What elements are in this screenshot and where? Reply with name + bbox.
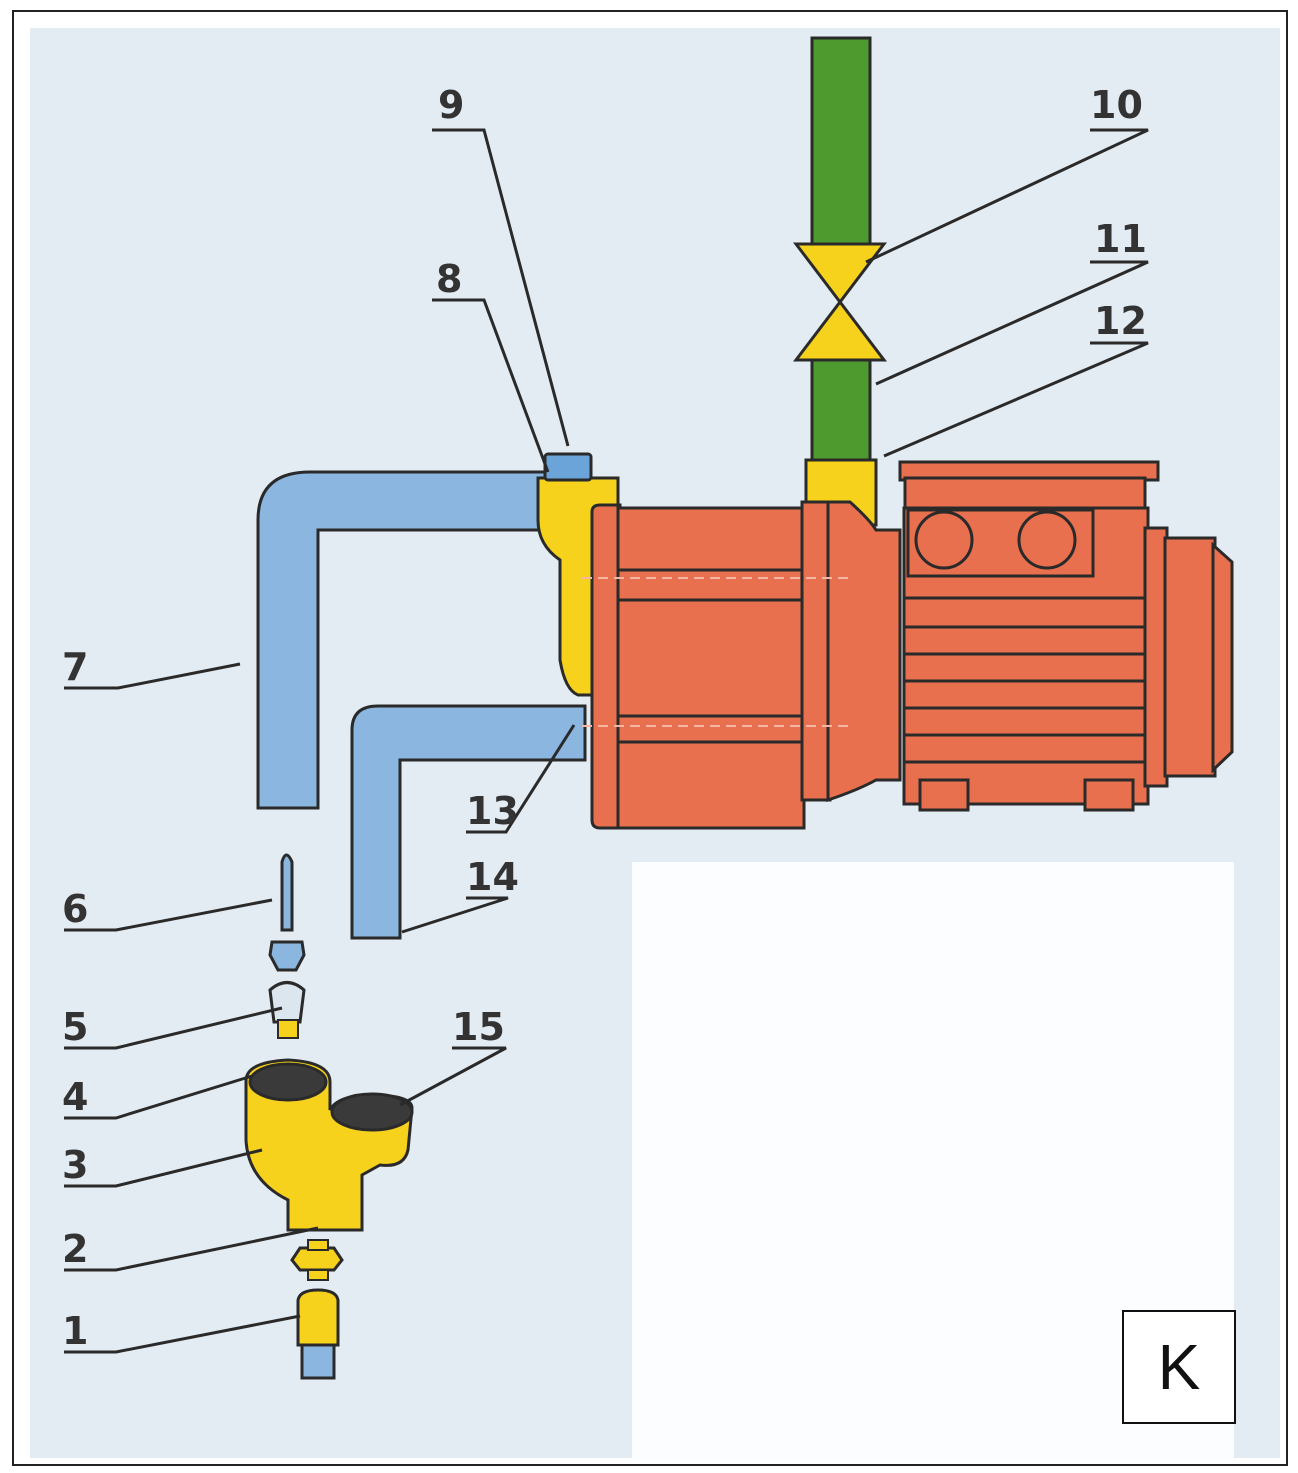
pump-body [590,460,1234,830]
connector-1 [296,1288,340,1347]
connector-pipe-1 [300,1343,336,1380]
label-5: 5 [62,1005,88,1049]
label-14: 14 [466,855,519,899]
label-13: 13 [466,789,519,833]
label-6: 6 [62,887,88,931]
delivery-pipe-upper [810,36,872,252]
label-11: 11 [1094,217,1147,261]
valve-5 [268,981,306,1024]
stem-6-nut [268,940,306,972]
opening-15 [330,1092,414,1132]
label-2: 2 [62,1227,88,1271]
label-12: 12 [1094,299,1147,343]
label-4: 4 [62,1075,88,1119]
stem-6 [280,853,294,932]
foot-valve-assembly [244,853,414,1380]
plug-9 [543,452,593,482]
leader-lines [64,128,1149,1354]
label-1: 1 [62,1309,88,1353]
label-7: 7 [62,645,88,689]
nut-2 [290,1246,344,1272]
delivery-pipe-11 [810,356,872,464]
label-9: 9 [438,83,464,127]
opening-4 [248,1062,328,1102]
label-15: 15 [452,1005,505,1049]
label-3: 3 [62,1143,88,1187]
label-8: 8 [436,257,462,301]
valve-10-top [792,242,888,305]
pipe-14 [350,704,587,940]
panel-letter: K [1122,1310,1236,1424]
label-10: 10 [1090,83,1143,127]
valve-10-bottom [792,299,888,362]
